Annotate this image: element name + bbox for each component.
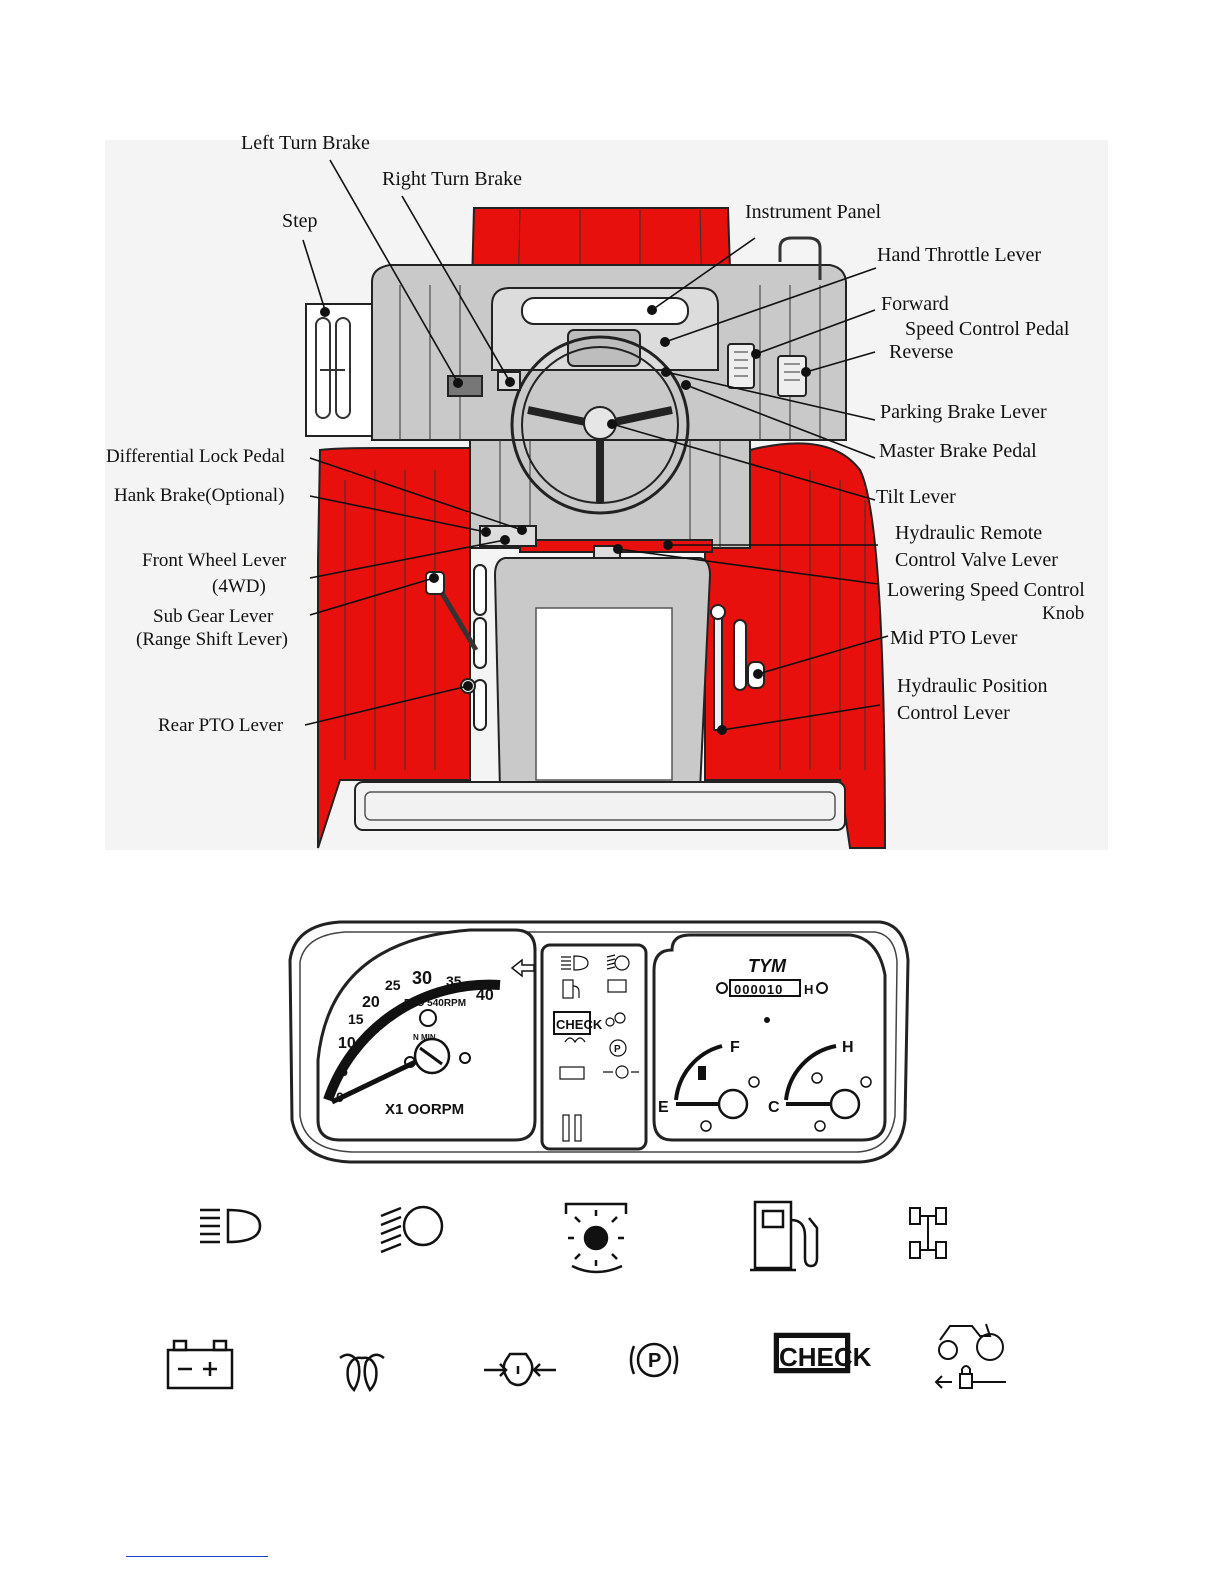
label-rear-pto-lever: Rear PTO Lever <box>158 715 284 736</box>
footer-rule <box>126 1556 268 1557</box>
label-instrument-panel: Instrument Panel <box>745 201 882 223</box>
label-sub-gear-lever: Sub Gear Lever <box>153 606 274 627</box>
check-icon <box>773 1332 851 1374</box>
callout-labels: Left Turn Brake Right Turn Brake Step In… <box>106 132 1085 736</box>
fuel-empty-label: E <box>658 1099 669 1116</box>
label-reverse: Reverse <box>889 341 954 363</box>
label-step: Step <box>282 210 318 232</box>
tach-pto-label: PTO 540RPM <box>404 998 466 1009</box>
label-lowering-speed-control: Lowering Speed Control <box>887 579 1085 601</box>
tach-tick-10: 10 <box>338 1035 356 1052</box>
label-range-shift-lever: (Range Shift Lever) <box>136 629 288 650</box>
turn-left-arrow-icon <box>510 958 535 978</box>
tach-tick-15: 15 <box>348 1011 364 1027</box>
label-right-turn-brake: Right Turn Brake <box>382 168 522 190</box>
pto-interlock-icon <box>934 1323 1006 1389</box>
label-front-wheel-lever: Front Wheel Lever <box>142 550 287 571</box>
panel-check-light: CHECK <box>556 1017 603 1032</box>
hour-meter-h: H <box>804 982 813 997</box>
high-beam-icon <box>380 1205 444 1254</box>
coolant-temp-icon <box>811 1072 823 1084</box>
pto-marker-icon <box>419 1009 437 1027</box>
temp-cold-label: C <box>768 1099 780 1116</box>
label-tilt-lever: Tilt Lever <box>876 486 956 508</box>
temp-hot-label: H <box>842 1039 854 1056</box>
label-4wd: (4WD) <box>212 576 266 597</box>
tach-tick-5: 5 <box>340 1063 348 1079</box>
four-wheel-drive-icon <box>909 1207 947 1259</box>
parking-brake-icon <box>629 1342 679 1378</box>
icon-legend-row-2: P CHECK <box>166 1323 1006 1393</box>
hour-meter-digits: 000010 <box>734 982 783 997</box>
fuel-gauge-icon <box>698 1066 706 1080</box>
tach-tick-30: 30 <box>412 968 432 988</box>
battery-charge-icon <box>166 1339 234 1390</box>
parking-brake-letter: P <box>648 1350 661 1372</box>
fuel-full-label: F <box>730 1039 740 1056</box>
label-differential-lock-pedal: Differential Lock Pedal <box>106 446 285 467</box>
warning-light-panel: CHECK P <box>540 943 648 1151</box>
label-knob: Knob <box>1042 603 1084 624</box>
label-hank-brake: Hank Brake(Optional) <box>114 485 284 506</box>
tachometer: 0 5 10 15 20 25 30 35 40 PTO 540RPM N MI… <box>316 928 537 1142</box>
fuel-level-icon <box>750 1200 819 1272</box>
icon-legend-row-1 <box>200 1200 947 1274</box>
label-hand-throttle-lever: Hand Throttle Lever <box>877 244 1041 266</box>
tach-tick-40: 40 <box>476 987 494 1004</box>
label-parking-brake-lever: Parking Brake Lever <box>880 401 1047 423</box>
glow-plug-icon <box>339 1353 385 1393</box>
brand-logo: TYM <box>748 956 787 976</box>
label-hydraulic-position: Hydraulic Position <box>897 675 1048 697</box>
tach-tick-35: 35 <box>446 973 462 989</box>
label-master-brake-pedal: Master Brake Pedal <box>879 440 1037 462</box>
label-speed-control-pedal: Speed Control Pedal <box>905 318 1070 340</box>
engine-oil-pressure-icon <box>564 1202 628 1274</box>
air-filter-icon <box>484 1352 556 1387</box>
tach-unit-label: X1 OORPM <box>385 1101 464 1118</box>
tach-idle-label: N MIN <box>413 1033 436 1042</box>
label-hydraulic-remote: Hydraulic Remote <box>895 522 1042 544</box>
tractor-illustration <box>105 140 1108 850</box>
label-control-valve-lever: Control Valve Lever <box>895 549 1058 571</box>
tach-tick-25: 25 <box>385 977 401 993</box>
label-control-lever: Control Lever <box>897 702 1010 724</box>
tach-tick-20: 20 <box>362 994 380 1011</box>
fuel-temp-cluster: TYM 000010 H E F C H <box>652 933 887 1142</box>
label-left-turn-brake: Left Turn Brake <box>241 132 370 154</box>
label-mid-pto-lever: Mid PTO Lever <box>890 627 1018 649</box>
instrument-cluster: 0 5 10 15 20 25 30 35 40 PTO 540RPM N MI… <box>288 920 910 1164</box>
low-beam-icon <box>200 1208 262 1244</box>
leader-lines <box>302 159 889 735</box>
panel-parking-letter: P <box>614 1044 621 1055</box>
label-forward: Forward <box>881 293 949 315</box>
hour-meter <box>729 979 801 997</box>
check-icon-text: CHECK <box>779 1342 872 1372</box>
